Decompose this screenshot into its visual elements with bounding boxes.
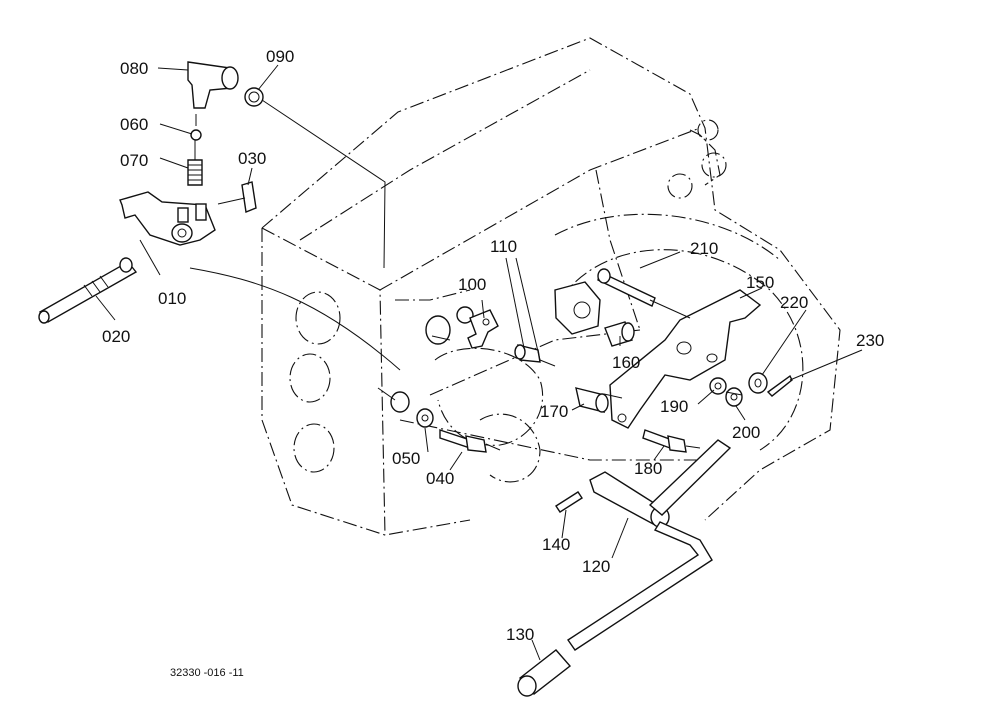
- bolt-180: [642, 429, 687, 453]
- callout-leaders: [95, 64, 863, 661]
- pin-110: [514, 344, 541, 363]
- callout-labels: 080 090 060 070 030 010 020 100 110 210 …: [102, 47, 884, 644]
- bolt-040: [439, 429, 487, 453]
- bolt-210: [597, 268, 656, 307]
- callout-040: 040: [426, 469, 454, 488]
- assembly-lines: [189, 99, 743, 451]
- block-boss: [554, 281, 601, 335]
- pin-140: [555, 491, 583, 513]
- washer-220: [748, 372, 768, 394]
- shift-lever-120: [567, 439, 732, 651]
- cotter-pin-230: [766, 374, 793, 397]
- callout-130: 130: [506, 625, 534, 644]
- knob-130: [517, 649, 572, 697]
- spring-pin-030: [241, 181, 257, 213]
- bracket-150: [609, 289, 762, 429]
- callout-110: 110: [490, 237, 517, 256]
- callout-020: 020: [102, 327, 130, 346]
- callout-160: 160: [612, 353, 640, 372]
- callout-100: 100: [458, 275, 486, 294]
- bracket-100: [467, 309, 499, 349]
- washer-190: [709, 377, 727, 395]
- callout-150: 150: [746, 273, 774, 292]
- callout-180: 180: [634, 459, 662, 478]
- callout-140: 140: [542, 535, 570, 554]
- fitting-160: [604, 321, 635, 347]
- callout-010: 010: [158, 289, 186, 308]
- o-ring-090: [244, 87, 264, 107]
- callout-080: 080: [120, 59, 148, 78]
- callout-090: 090: [266, 47, 294, 66]
- callout-190: 190: [660, 397, 688, 416]
- callout-230: 230: [856, 331, 884, 350]
- drawing-code: 32330 -016 -11: [170, 667, 244, 679]
- callout-050: 050: [392, 449, 420, 468]
- nut-200: [725, 387, 743, 407]
- bushing-left: [390, 391, 410, 413]
- callout-120: 120: [582, 557, 610, 576]
- washer-upper: [456, 306, 474, 324]
- callout-070: 070: [120, 151, 148, 170]
- callout-220: 220: [780, 293, 808, 312]
- shift-fork-010: [119, 191, 216, 246]
- callout-170: 170: [540, 402, 568, 421]
- callout-210: 210: [690, 239, 718, 258]
- shift-rod-020: [38, 257, 138, 324]
- callout-060: 060: [120, 115, 148, 134]
- bushing-upper: [425, 315, 451, 345]
- collar-170: [575, 387, 609, 413]
- callout-030: 030: [238, 149, 266, 168]
- spring-070: [187, 159, 203, 186]
- callout-200: 200: [732, 423, 760, 442]
- plug-080: [187, 61, 239, 109]
- washer-050: [416, 408, 434, 428]
- ball-060: [190, 129, 202, 141]
